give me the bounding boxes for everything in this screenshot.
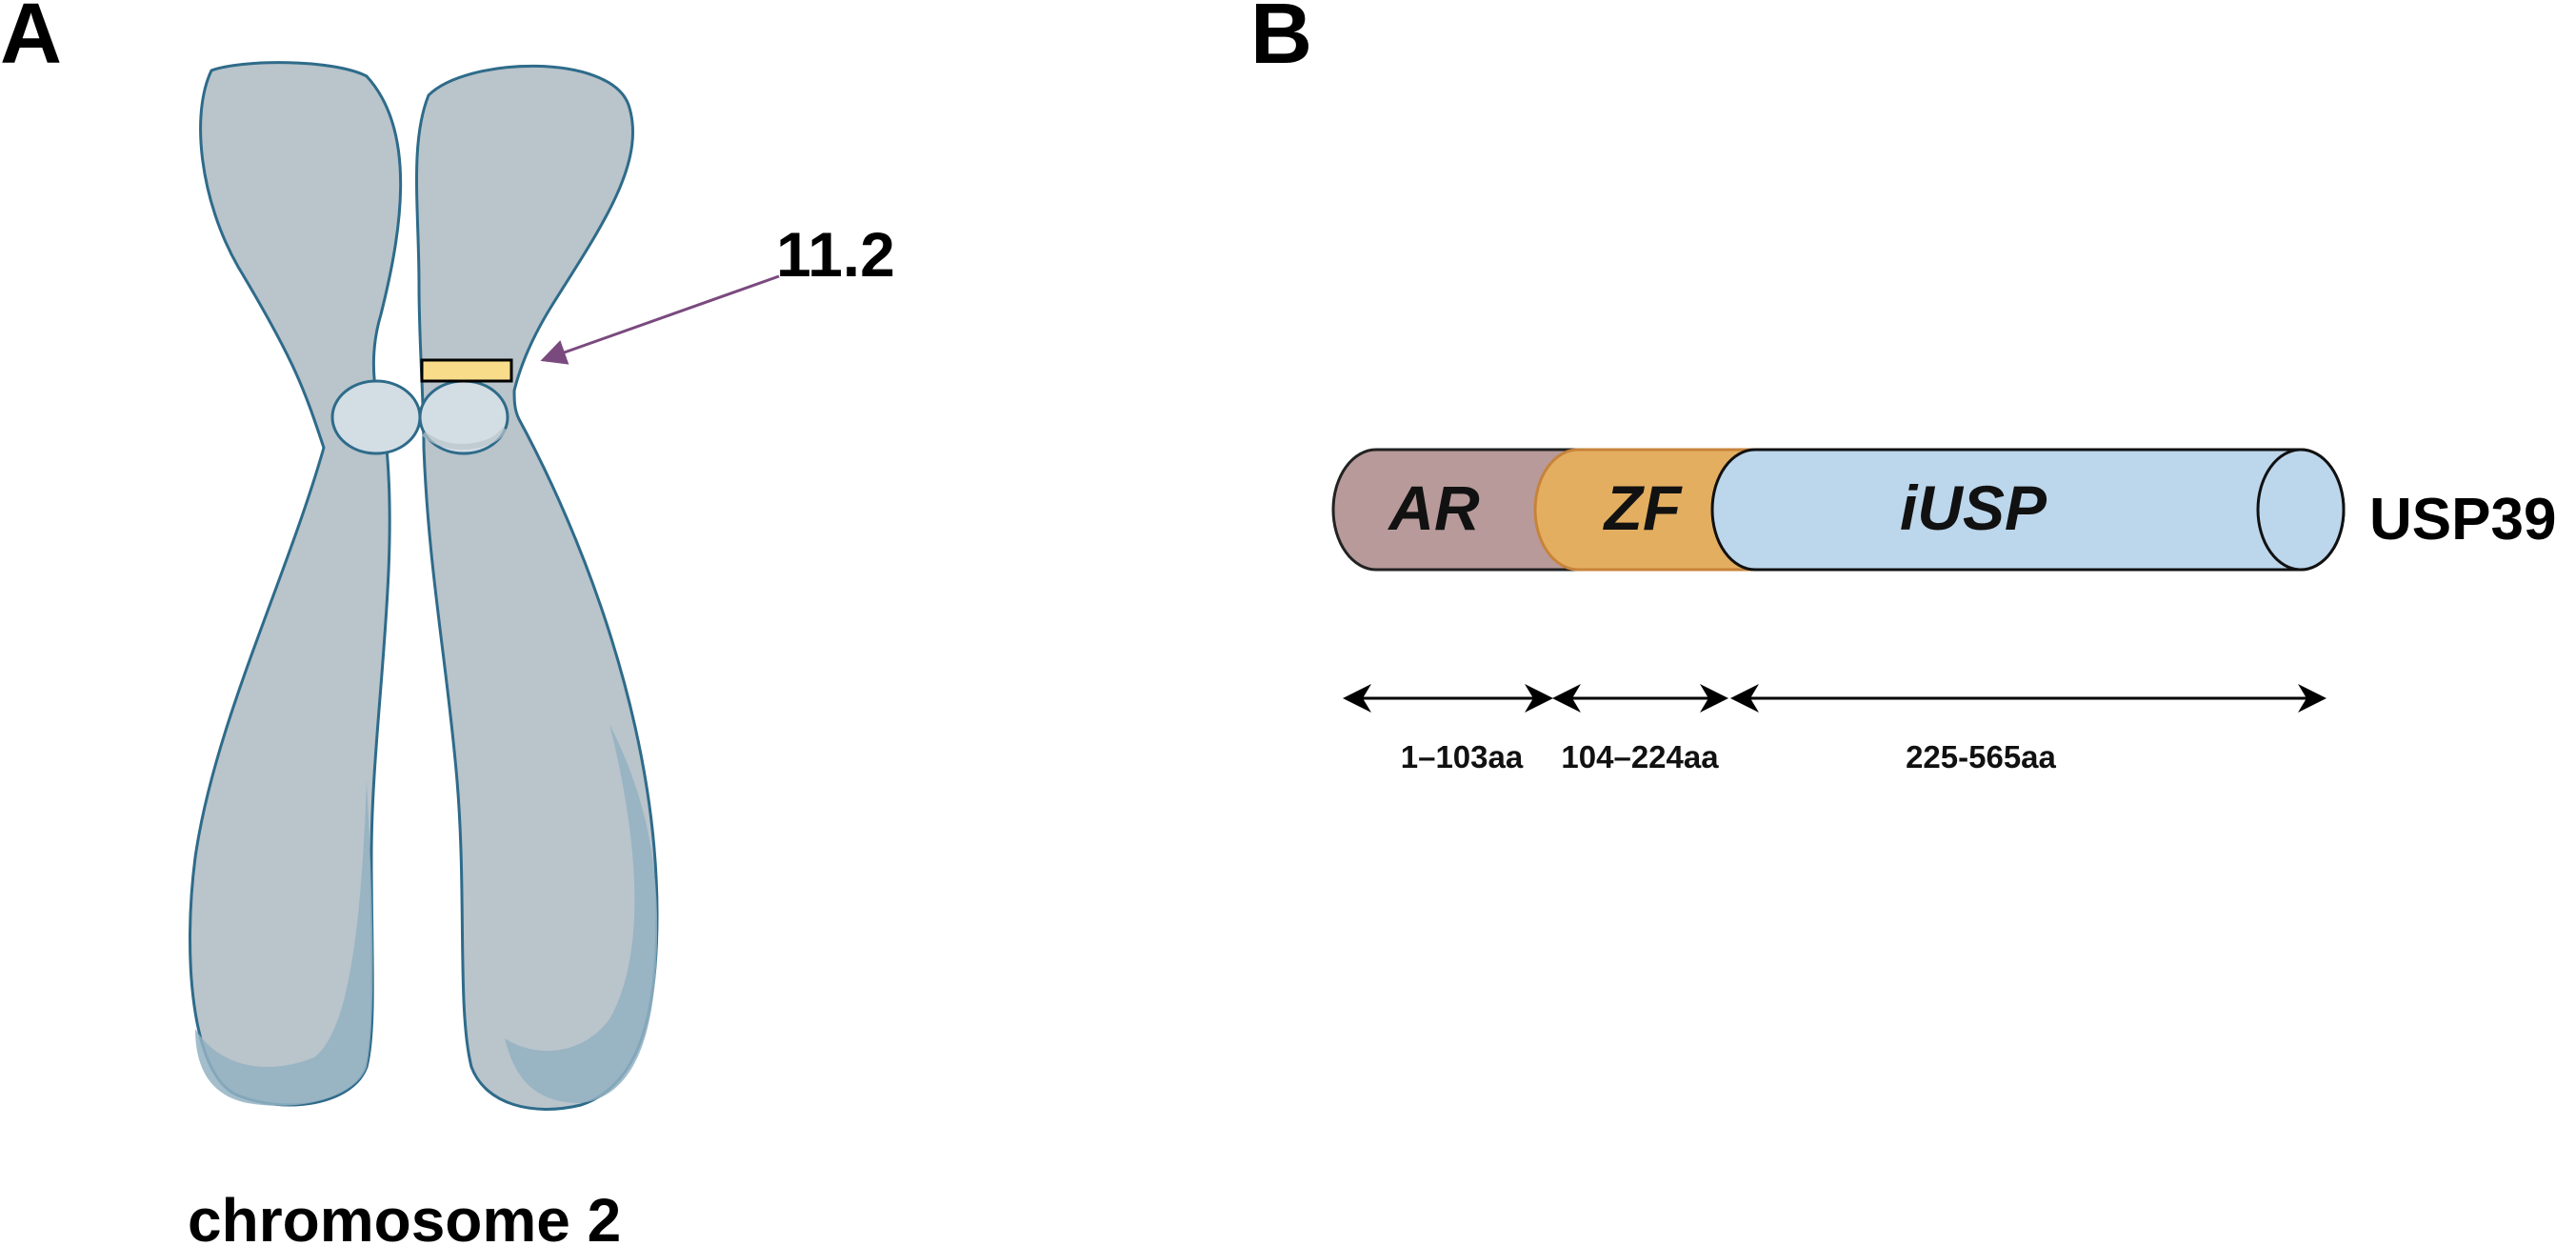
centromere — [330, 379, 509, 455]
domain-iusp-label: iUSP — [1900, 472, 2047, 543]
domain-zf-label: ZF — [1603, 472, 1683, 543]
cylinder-end-cap — [2256, 448, 2346, 572]
protein-name: USP39 — [2369, 487, 2556, 553]
band-label: 11.2 — [776, 219, 895, 290]
right-chromatid-body — [415, 64, 659, 1111]
panel-a-label: A — [0, 0, 62, 82]
band-pointer-arrow — [540, 274, 780, 365]
left-chromatid-shadow — [195, 781, 373, 1106]
chromosome — [189, 61, 659, 1111]
right-chromatid-shadow — [505, 724, 658, 1103]
domain-ar-segment — [1331, 448, 1588, 572]
left-chromatid — [189, 61, 403, 1107]
protein-diagram: AR ZF iUSP USP39 — [1331, 448, 2556, 572]
range-label-iusp: 225-565aa — [1906, 739, 2056, 774]
domain-zf-segment — [1533, 448, 1754, 572]
left-centromere — [330, 379, 422, 455]
range-label-zf: 104–224aa — [1561, 739, 1719, 774]
right-chromatid — [415, 64, 659, 1111]
chromosome-label: chromosome 2 — [188, 1186, 621, 1246]
band-11-2-marker — [420, 358, 513, 383]
panel-b-label: B — [1250, 0, 1312, 82]
domain-ar-label: AR — [1387, 472, 1480, 543]
range-label-ar: 1–103aa — [1401, 739, 1524, 774]
